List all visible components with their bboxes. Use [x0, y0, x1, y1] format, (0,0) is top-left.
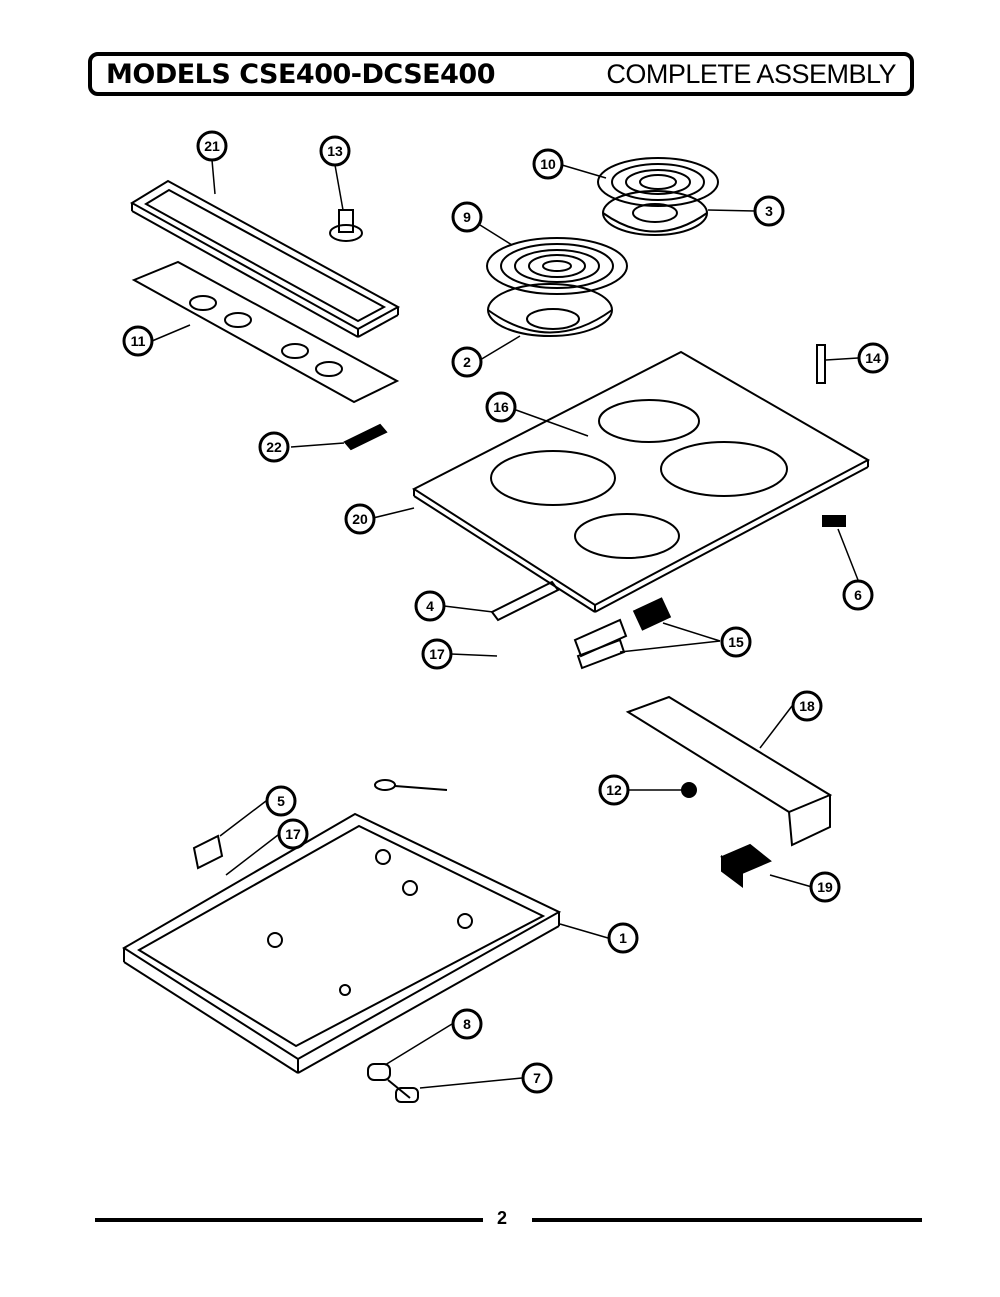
part-4-bracket	[490, 580, 560, 622]
part-3-small-drip-pan	[602, 190, 708, 236]
part-10-small-coil	[597, 157, 719, 207]
callout-9: 9	[463, 209, 471, 225]
callout-21: 21	[204, 138, 220, 154]
page-header: MODELS CSE400-DCSE400 COMPLETE ASSEMBLY	[88, 52, 914, 96]
callout-12-circle	[598, 774, 630, 806]
part-2-large-drip-pan	[487, 283, 613, 337]
callout-3-circle	[753, 195, 785, 227]
part-9-large-coil	[486, 237, 628, 295]
callout-6: 6	[854, 587, 862, 603]
callout-17b-circle	[277, 818, 309, 850]
callout-13-circle	[319, 135, 351, 167]
part-14-spring	[816, 344, 826, 384]
callout-19: 19	[817, 879, 833, 895]
callout-15: 15	[728, 634, 744, 650]
callout-8-circle	[451, 1008, 483, 1040]
callout-9-circle	[451, 201, 483, 233]
callout-15-circle	[720, 626, 752, 658]
callout-4-circle	[414, 590, 446, 622]
washer	[374, 779, 396, 791]
callout-17: 17	[429, 646, 445, 662]
part-12-grommet	[681, 782, 697, 798]
callout-1-circle	[607, 922, 639, 954]
part-8-elbow	[367, 1063, 419, 1103]
part-22-clip	[343, 423, 388, 451]
callout-22: 22	[266, 439, 282, 455]
callout-1: 1	[619, 930, 627, 946]
callout-8: 8	[463, 1016, 471, 1032]
callout-11: 11	[131, 333, 146, 349]
part-20-cooktop	[411, 350, 871, 613]
callout-11-circle	[122, 325, 154, 357]
callout-22-circle	[258, 431, 290, 463]
part-6-clip	[822, 515, 846, 527]
page-number: 2	[497, 1208, 508, 1228]
models-label: MODELS CSE400-DCSE400	[106, 58, 495, 90]
callout-19-circle	[809, 871, 841, 903]
callout-7: 7	[533, 1070, 541, 1086]
callout-5: 5	[277, 793, 285, 809]
callout-12: 12	[606, 782, 622, 798]
callout-20-circle	[344, 503, 376, 535]
part-11-control-panel	[131, 260, 400, 404]
callout-4: 4	[426, 598, 434, 614]
part-21-panel-frame	[130, 179, 401, 338]
callout-14-circle	[857, 342, 889, 374]
callout-16-circle	[485, 391, 517, 423]
callout-13: 13	[327, 143, 343, 159]
part-18-switch-bracket	[625, 695, 833, 847]
callout-14: 14	[865, 350, 881, 366]
callout-7-circle	[521, 1062, 553, 1094]
callout-5-circle	[265, 785, 297, 817]
callout-3: 3	[765, 203, 773, 219]
callout-10-circle	[532, 148, 564, 180]
callout-2: 2	[463, 354, 471, 370]
callout-18: 18	[799, 698, 815, 714]
part-19-switch	[720, 843, 772, 888]
part-5-bracket	[192, 834, 224, 870]
callout-2-circle	[451, 346, 483, 378]
callout-18-circle	[791, 690, 823, 722]
callout-20: 20	[352, 511, 368, 527]
callout-17-circle	[421, 638, 453, 670]
assembly-title: COMPLETE ASSEMBLY	[606, 58, 896, 89]
part-1-cooktop-box	[122, 812, 562, 1074]
callout-21-circle	[196, 130, 228, 162]
callout-17b: 17	[285, 826, 301, 842]
part-15-terminal-blocks	[573, 597, 672, 670]
callout-16: 16	[493, 399, 509, 415]
callout-6-circle	[842, 579, 874, 611]
part-13-knob	[329, 209, 363, 242]
callout-10: 10	[540, 156, 556, 172]
